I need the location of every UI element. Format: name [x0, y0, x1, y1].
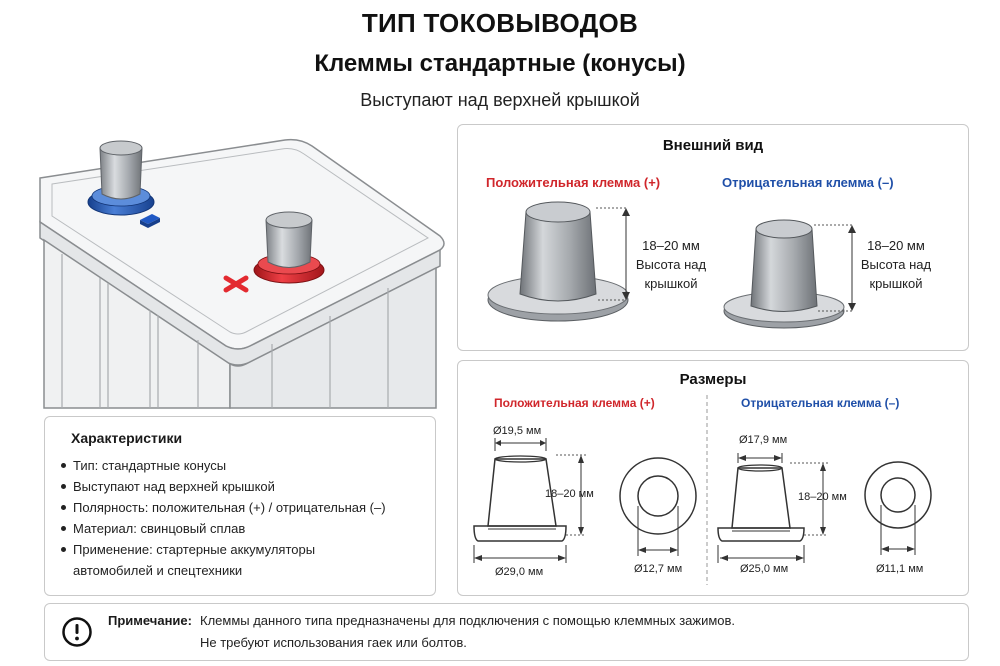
dimensions-panel: Размеры Положительная клемма (+) Отрицат… — [457, 360, 969, 596]
plus-sign-icon — [223, 275, 249, 293]
characteristics-list: Тип: стандартные конусы Выступают над ве… — [55, 455, 386, 560]
list-item: Применение: стартерные аккумуляторы — [55, 539, 386, 560]
negative-top-view — [864, 461, 932, 555]
external-view-panel: Внешний вид Положительная клемма (+) Отр… — [457, 124, 969, 351]
negative-top-diameter: Ø17,9 мм — [739, 434, 788, 446]
exclamation-circle-icon — [62, 617, 92, 647]
list-item: Материал: свинцовый сплав — [55, 518, 386, 539]
external-positive-label: Положительная клемма (+) — [486, 175, 661, 190]
positive-terminal-illustration — [253, 211, 325, 284]
minus-sign-icon — [140, 214, 160, 224]
positive-terminal-drawing — [487, 201, 630, 322]
negative-base-diameter: Ø25,0 мм — [740, 563, 789, 575]
external-negative-label: Отрицательная клемма (–) — [722, 175, 894, 190]
list-item: Тип: стандартные конусы — [55, 455, 386, 476]
positive-top-diameter: Ø19,5 мм — [493, 425, 542, 437]
note-line-1: Клеммы данного типа предназначены для по… — [200, 613, 736, 628]
external-positive-height: 18–20 мм Высота над крышкой — [635, 238, 707, 291]
note-line-2: Не требуют использования гаек или болтов… — [200, 635, 467, 650]
negative-height: 18–20 мм — [798, 491, 847, 503]
page-title: ТИП ТОКОВЫВОДОВ — [361, 8, 639, 38]
positive-top-view — [619, 457, 697, 556]
negative-terminal-drawing — [723, 219, 856, 329]
negative-inner-diameter: Ø11,1 мм — [876, 563, 924, 575]
external-negative-height: 18–20 мм Высота над крышкой — [860, 238, 932, 291]
characteristics-title: Характеристики — [71, 430, 183, 446]
positive-inner-diameter: Ø12,7 мм — [634, 563, 683, 575]
positive-side-view — [473, 438, 586, 563]
page-note: Выступают над верхней крышкой — [360, 90, 640, 110]
note-panel: Примечание: Клеммы данного типа предназн… — [44, 603, 969, 661]
positive-base-diameter: Ø29,0 мм — [495, 566, 544, 578]
page-subtitle: Клеммы стандартные (конусы) — [314, 50, 686, 77]
dimensions-negative-label: Отрицательная клемма (–) — [741, 396, 900, 410]
dimensions-divider — [706, 395, 708, 585]
dimensions-positive-label: Положительная клемма (+) — [494, 396, 655, 410]
list-item-continuation: автомобилей и спецтехники — [73, 563, 243, 578]
external-view-title: Внешний вид — [662, 137, 764, 154]
dimensions-title: Размеры — [679, 371, 747, 388]
list-item: Полярность: положительная (+) / отрицате… — [55, 497, 386, 518]
positive-height: 18–20 мм — [545, 488, 594, 500]
note-label: Примечание: — [108, 613, 192, 628]
characteristics-panel: Характеристики Тип: стандартные конусы В… — [44, 416, 436, 596]
negative-terminal-illustration — [87, 140, 155, 216]
list-item: Выступают над верхней крышкой — [55, 476, 386, 497]
negative-side-view — [717, 453, 828, 563]
battery-illustration — [39, 138, 445, 409]
